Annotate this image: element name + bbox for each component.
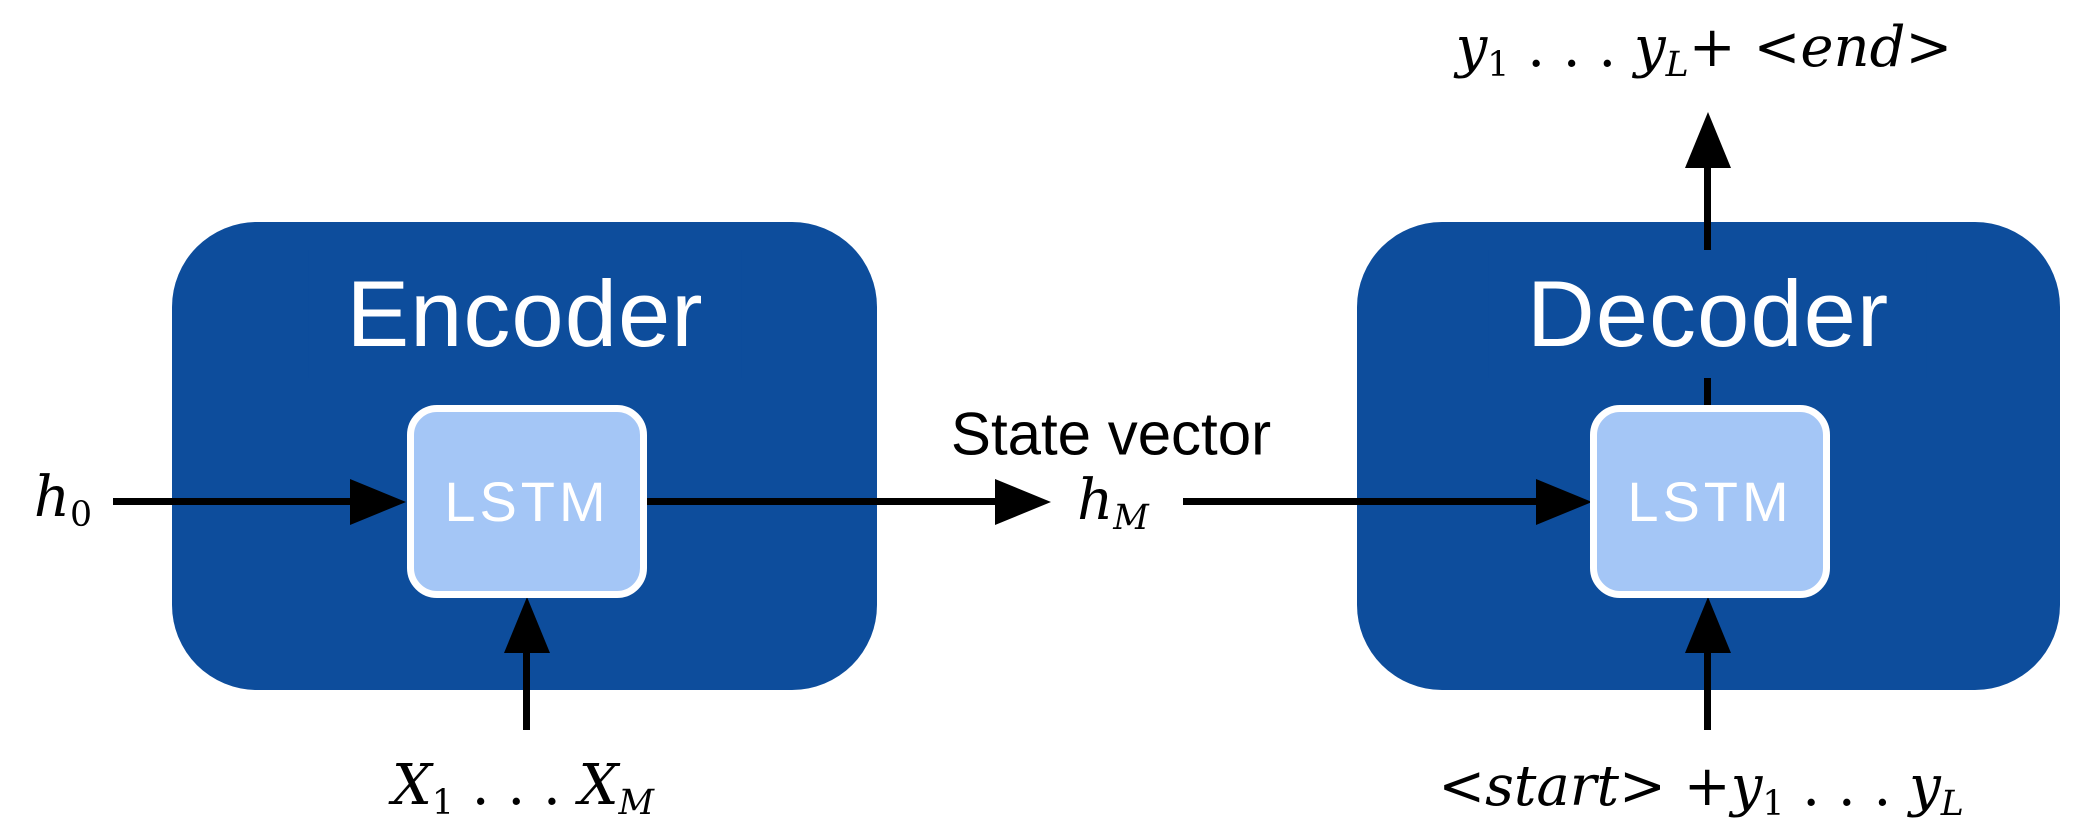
- h0-input-arrowhead: [350, 479, 406, 525]
- decoder-outputs-label: y1 . . . yL+ <end>: [1455, 15, 1953, 85]
- state-to-decoder-arrowhead: [1536, 479, 1592, 525]
- decoder-inputs-label: <start> +y1 . . . yL: [1438, 754, 1964, 824]
- encoder-output-arrow-line: [647, 498, 997, 505]
- encoder-input-arrowhead: [504, 597, 550, 653]
- encoder-input-arrow-line: [523, 650, 530, 730]
- initial-state-label: h0: [33, 465, 93, 535]
- encoder-lstm-box: LSTM: [407, 405, 647, 598]
- decoder-output-arrowhead: [1685, 112, 1731, 168]
- state-vector-symbol: hM: [1077, 468, 1149, 538]
- state-to-decoder-arrow-line: [1183, 498, 1538, 505]
- encoder-lstm-label: LSTM: [444, 470, 610, 533]
- encoder-title: Encoder: [308, 250, 742, 378]
- decoder-lstm-box: LSTM: [1590, 405, 1830, 598]
- encoder-output-arrowhead: [995, 479, 1051, 525]
- decoder-input-arrow-line: [1704, 650, 1711, 730]
- state-vector-caption: State vector: [950, 400, 1272, 468]
- decoder-lstm-label: LSTM: [1627, 470, 1793, 533]
- h0-input-arrow-line: [113, 498, 353, 505]
- decoder-input-arrowhead: [1685, 597, 1731, 653]
- encoder-inputs-label: X1 . . . XM: [391, 753, 655, 823]
- decoder-title: Decoder: [1488, 250, 1928, 378]
